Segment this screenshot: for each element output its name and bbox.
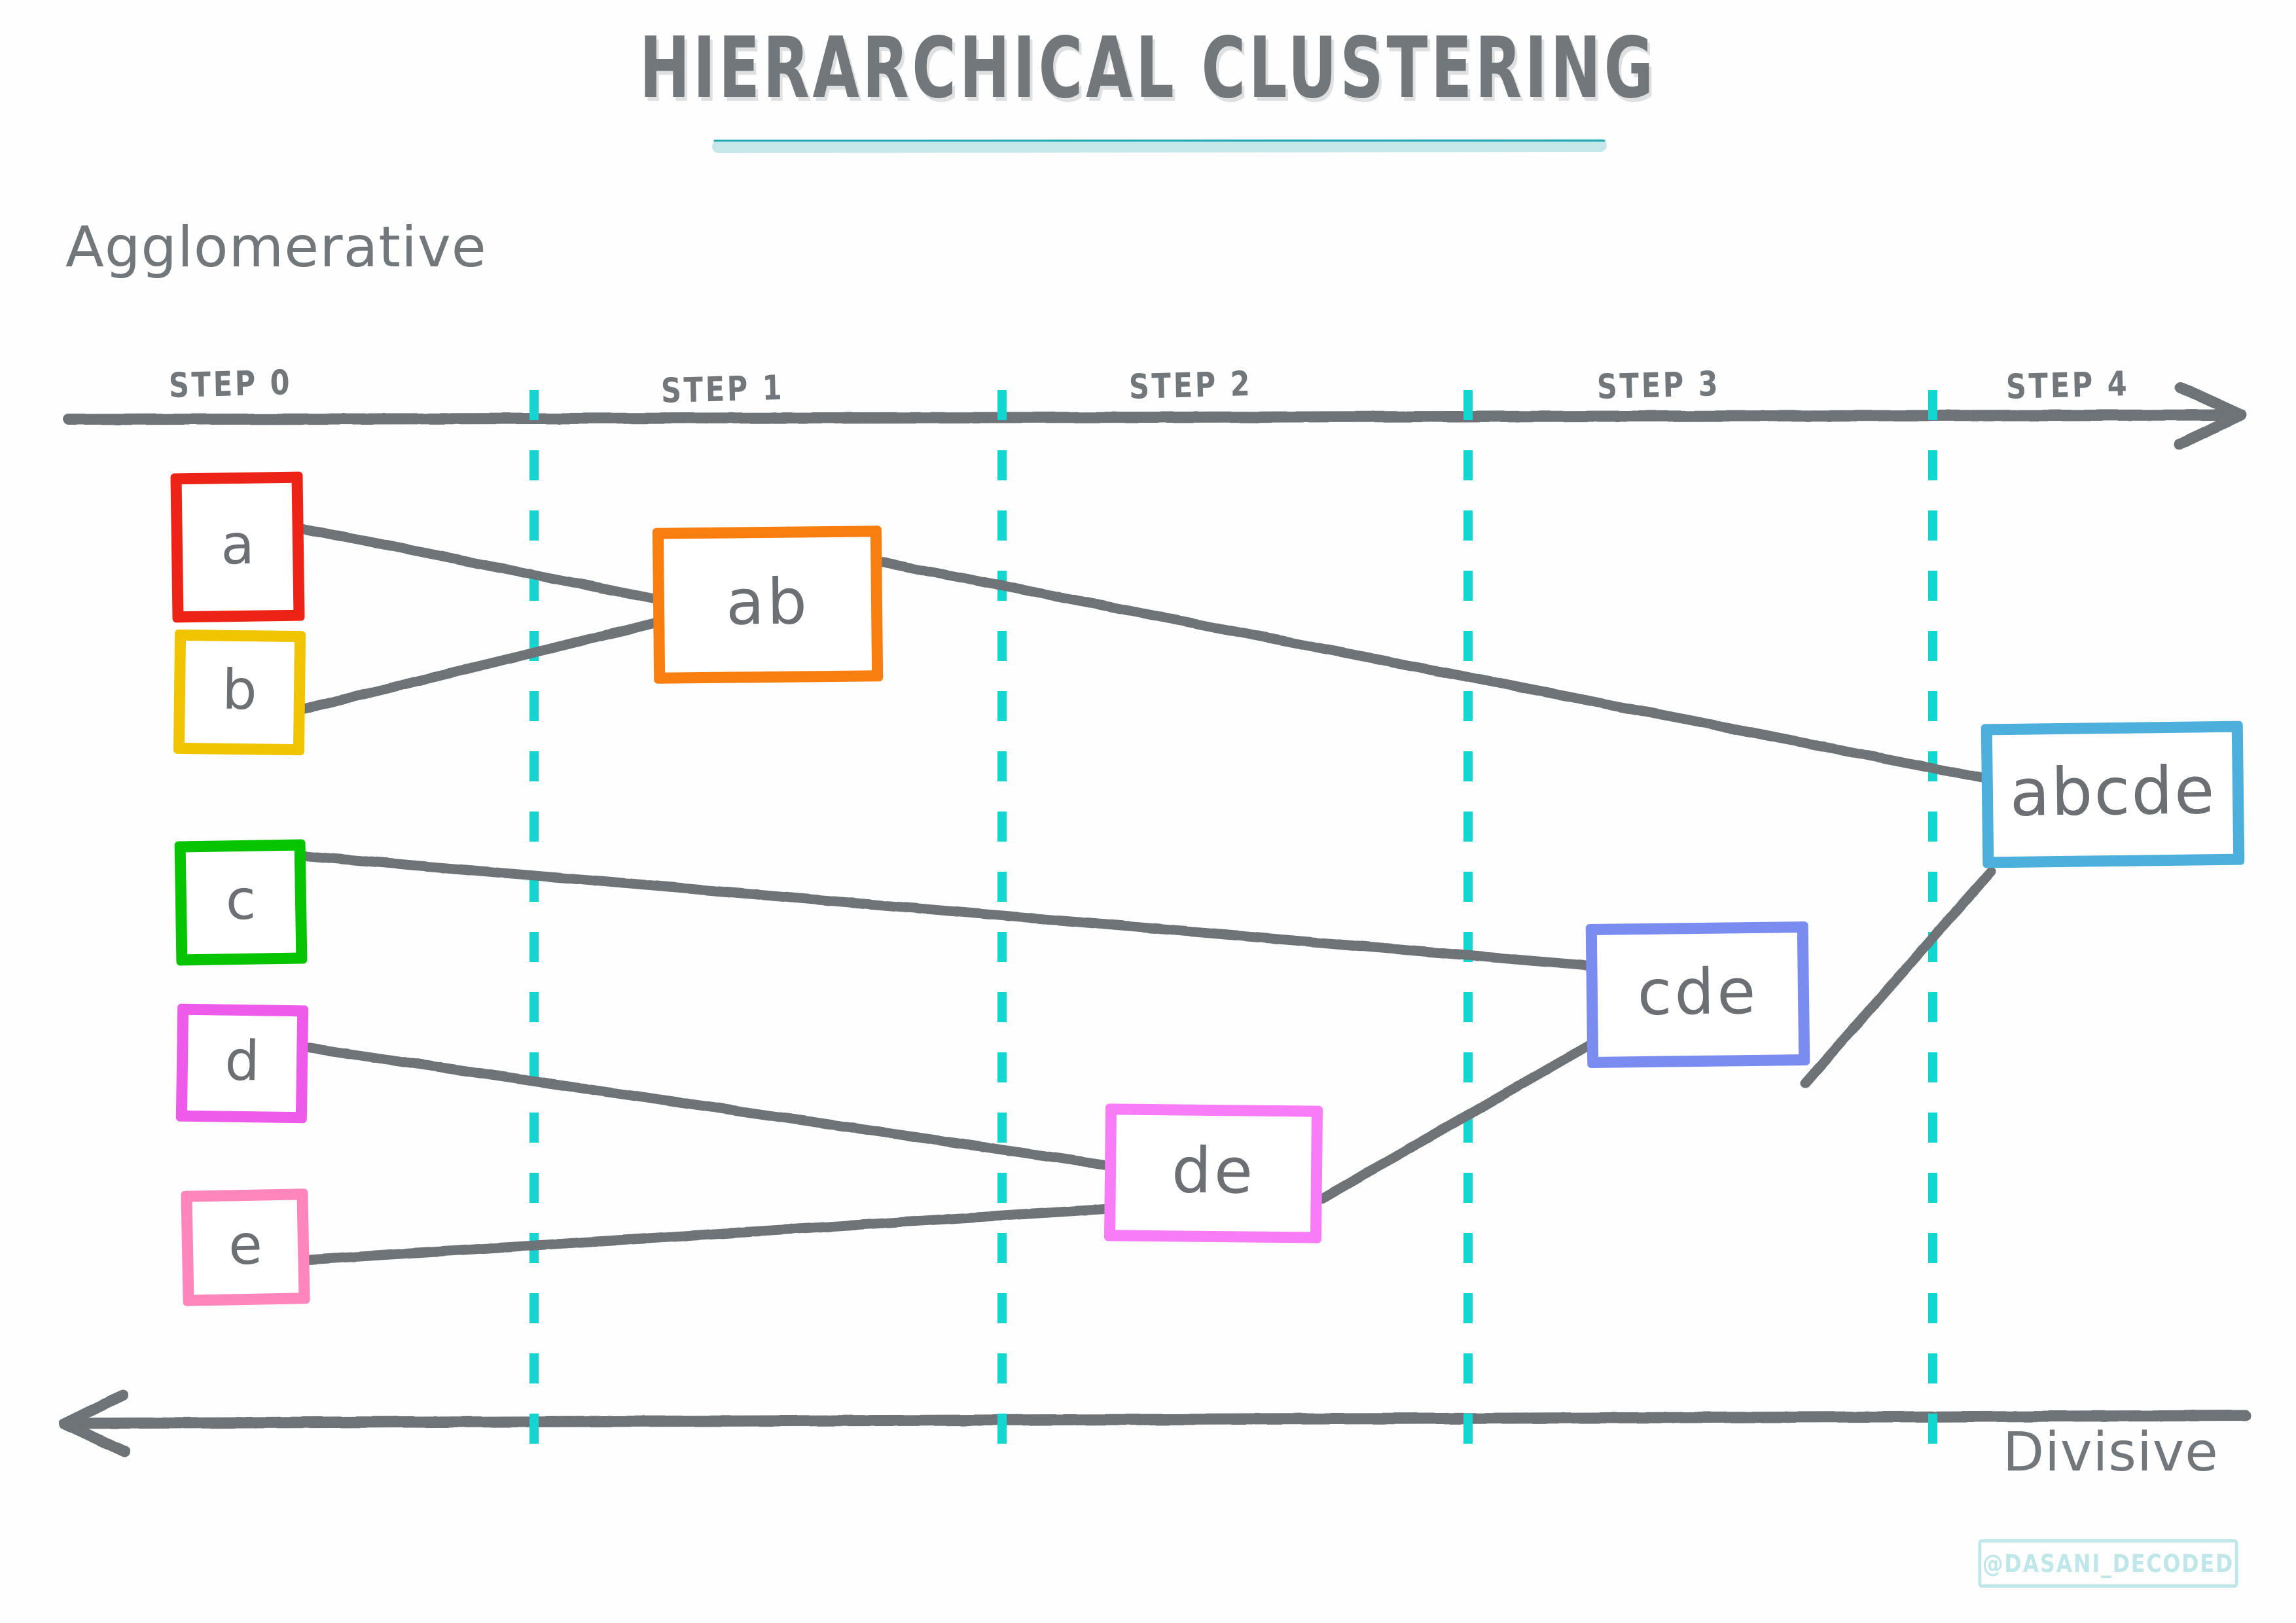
agglomerative-label: Agglomerative (65, 215, 487, 280)
node-a-label: a (220, 512, 255, 577)
node-a[interactable]: a (170, 471, 305, 623)
node-c[interactable]: c (174, 839, 308, 966)
page-title: HIERARCHICAL CLUSTERING (639, 20, 1657, 117)
node-abcde[interactable]: abcde (1981, 721, 2245, 868)
node-d-label: d (224, 1028, 260, 1094)
node-c-label: c (225, 867, 257, 933)
node-cde[interactable]: cde (1585, 921, 1810, 1069)
connector-a-to-ab (298, 524, 660, 604)
divisive-axis-arrow (58, 1389, 2251, 1457)
node-e-label: e (228, 1212, 263, 1277)
title-underline (712, 134, 1607, 153)
node-b-label: b (221, 657, 258, 722)
node-cde-label: cde (1636, 954, 1759, 1030)
connector-b-to-ab (300, 618, 660, 714)
node-abcde-label: abcde (2009, 752, 2217, 831)
connector-d-to-de (302, 1043, 1115, 1171)
connector-c-to-cde (300, 851, 1598, 971)
node-ab-label: ab (725, 565, 810, 639)
node-b[interactable]: b (173, 629, 306, 756)
node-d[interactable]: d (175, 1003, 309, 1124)
agglomerative-axis-arrow (62, 382, 2247, 450)
node-ab[interactable]: ab (652, 526, 884, 684)
connector-ab-to-abcde (876, 557, 1993, 784)
connector-de-to-cde (1317, 1038, 1598, 1204)
divisive-label: Divisive (2003, 1421, 2219, 1484)
node-e[interactable]: e (181, 1188, 310, 1306)
node-de-label: de (1171, 1133, 1256, 1208)
connector-cde-to-abcde (1800, 866, 1996, 1088)
node-de[interactable]: de (1103, 1103, 1323, 1243)
connector-e-to-de (304, 1204, 1115, 1265)
watermark: @DASANI_DECODED (1978, 1539, 2238, 1588)
